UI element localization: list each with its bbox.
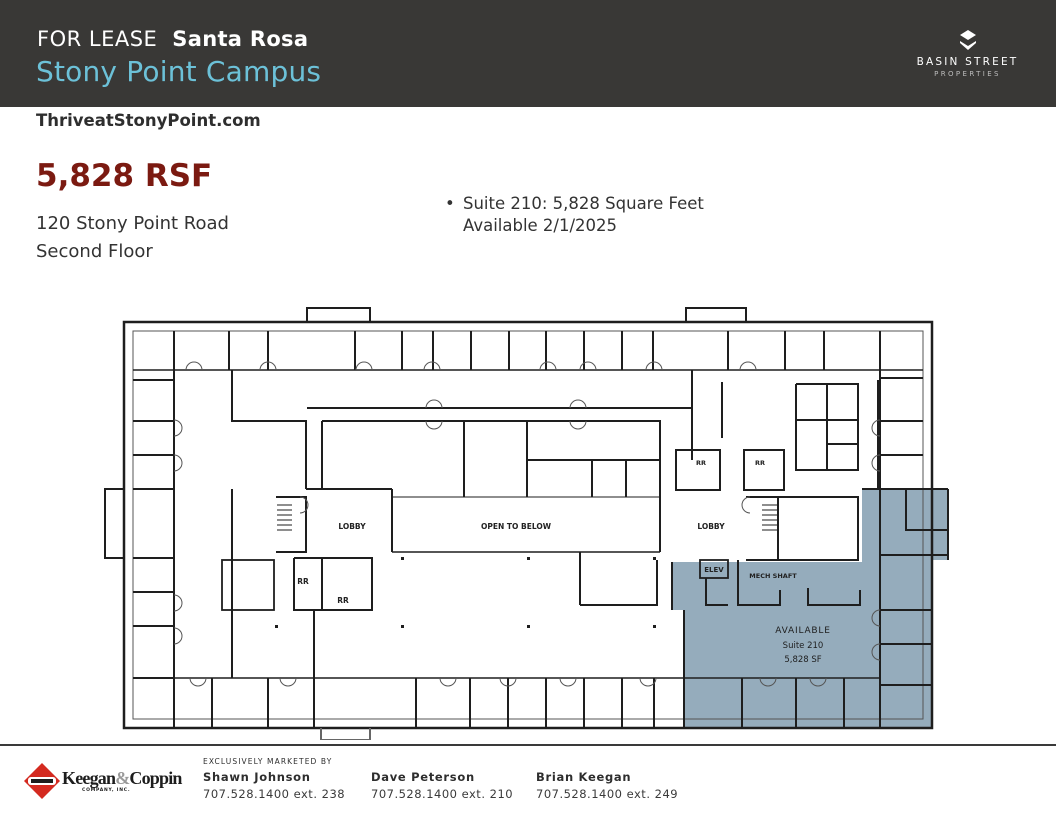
rr-label-4: RR bbox=[755, 459, 765, 467]
contact-name: Shawn Johnson bbox=[203, 770, 311, 784]
rr-label-3: RR bbox=[696, 459, 706, 467]
size-headline: 5,828 RSF bbox=[36, 158, 213, 194]
suite-sf-label: 5,828 SF bbox=[784, 655, 821, 665]
stairs-left bbox=[277, 504, 292, 531]
listing-type-line: FOR LEASE Santa Rosa bbox=[37, 27, 308, 51]
contact-card: Brian Keegan 707.528.1400 ext. 249 bbox=[536, 770, 678, 801]
address-line-1: 120 Stony Point Road bbox=[36, 213, 229, 234]
contact-card: Shawn Johnson 707.528.1400 ext. 238 bbox=[203, 770, 345, 801]
contact-phone[interactable]: 707.528.1400 ext. 249 bbox=[536, 787, 679, 801]
lobby-right-label: LOBBY bbox=[697, 522, 725, 531]
rr-label-1: RR bbox=[297, 577, 309, 586]
website-link[interactable]: ThriveatStonyPoint.com bbox=[36, 111, 261, 130]
property-title: Stony Point Campus bbox=[36, 55, 322, 88]
stairs-right bbox=[762, 504, 778, 531]
logo-wordmark: Keegan&Coppin bbox=[62, 768, 182, 789]
availability-date: Available 2/1/2025 bbox=[463, 216, 618, 235]
rr-label-2: RR bbox=[337, 596, 349, 605]
footer-divider bbox=[0, 744, 1056, 746]
for-lease-label: FOR LEASE bbox=[37, 27, 158, 51]
available-label: AVAILABLE bbox=[775, 626, 830, 636]
door-swings bbox=[173, 361, 881, 687]
address-block: 120 Stony Point Road Second Floor bbox=[36, 210, 229, 266]
logo-ampersand: & bbox=[115, 768, 130, 788]
logo-subtitle: COMPANY, INC. bbox=[82, 788, 131, 793]
keegan-coppin-logo: Keegan&Coppin COMPANY, INC. bbox=[24, 763, 182, 799]
contact-name: Brian Keegan bbox=[536, 770, 632, 784]
bullet-icon: • bbox=[445, 194, 455, 213]
address-line-2: Second Floor bbox=[36, 241, 153, 262]
columns bbox=[275, 557, 656, 628]
brand-subtitle: PROPERTIES bbox=[934, 70, 1001, 78]
floor-plan: LOBBY OPEN TO BELOW LOBBY RR RR RR RR EL… bbox=[104, 307, 949, 740]
contact-name: Dave Peterson bbox=[371, 770, 475, 784]
open-to-below-label: OPEN TO BELOW bbox=[481, 522, 552, 531]
suite-size-text: Suite 210: 5,828 Square Feet bbox=[463, 194, 704, 213]
suite-details: • Suite 210: 5,828 Square Feet Available … bbox=[445, 193, 704, 237]
suite-number-label: Suite 210 bbox=[783, 641, 824, 651]
contact-card: Dave Peterson 707.528.1400 ext. 210 bbox=[371, 770, 513, 801]
marketed-by-label: EXCLUSIVELY MARKETED BY bbox=[203, 757, 333, 766]
logo-name-right: Coppin bbox=[129, 768, 182, 788]
contact-phone[interactable]: 707.528.1400 ext. 238 bbox=[203, 787, 346, 801]
basin-street-logo: BASIN STREET PROPERTIES bbox=[905, 30, 1030, 78]
header-banner: FOR LEASE Santa Rosa Stony Point Campus … bbox=[0, 0, 1056, 107]
logo-name-left: Keegan bbox=[62, 768, 116, 788]
mech-shaft-label: MECH SHAFT bbox=[749, 572, 797, 580]
elev-label: ELEV bbox=[704, 566, 724, 574]
keegan-coppin-diamond-icon bbox=[24, 763, 60, 799]
city-label: Santa Rosa bbox=[172, 27, 309, 51]
stacked-diamond-logo-icon bbox=[959, 30, 976, 50]
brand-name: BASIN STREET bbox=[916, 56, 1019, 68]
contact-phone[interactable]: 707.528.1400 ext. 210 bbox=[371, 787, 514, 801]
lobby-left-label: LOBBY bbox=[338, 522, 366, 531]
